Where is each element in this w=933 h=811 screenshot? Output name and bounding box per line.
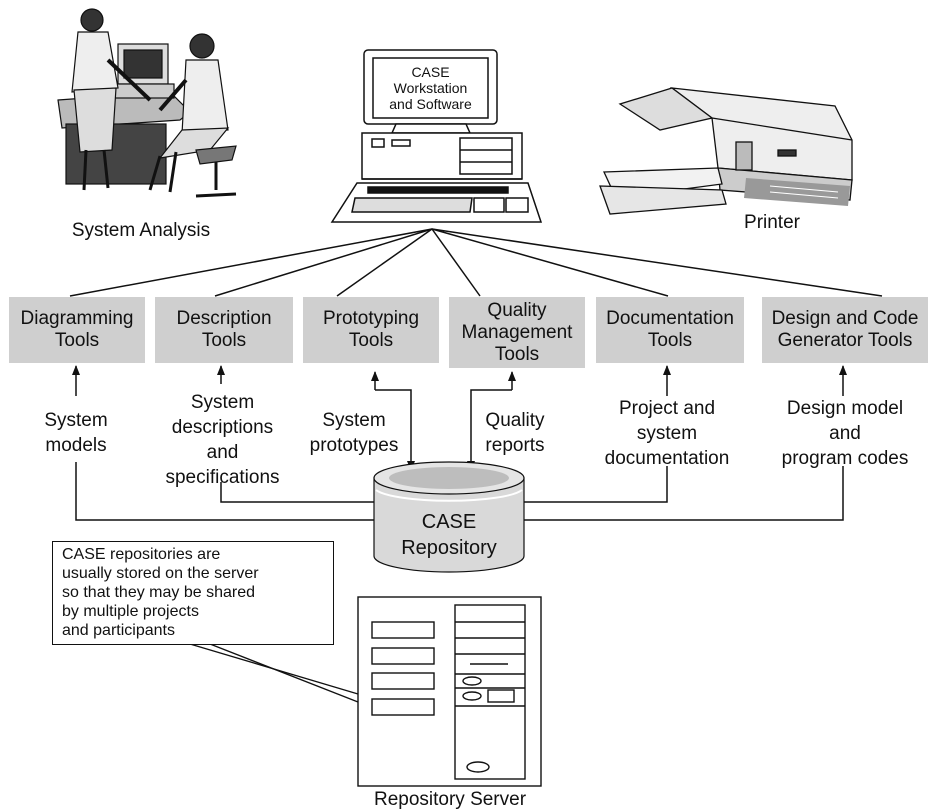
workstation-line: CASE — [411, 64, 450, 80]
flow-line: System — [190, 392, 255, 413]
repository-line: CASE — [421, 511, 477, 533]
tool-label-line: Description — [176, 308, 272, 329]
repository-line: Repository — [401, 537, 497, 559]
note-line: CASE repositories are — [62, 546, 221, 563]
flow-line: prototypes — [309, 435, 399, 456]
flow-quality-reports: Quality reports — [475, 408, 555, 458]
tool-diagramming[interactable]: Diagramming Tools — [9, 297, 145, 363]
flow-line: program codes — [781, 448, 909, 469]
system-analysis-label: System Analysis — [71, 220, 211, 241]
tool-documentation[interactable]: Documentation Tools — [596, 297, 744, 363]
flow-design-model: Design model and program codes — [765, 396, 925, 471]
repository-note: CASE repositories are usually stored on … — [52, 541, 334, 645]
flow-line: descriptions — [171, 417, 274, 438]
note-line: usually stored on the server — [62, 565, 259, 582]
repository-flow-lines — [75, 371, 844, 524]
flow-line: specifications — [165, 467, 280, 488]
flow-project-documentation: Project and system documentation — [592, 396, 742, 471]
flow-line: documentation — [604, 448, 730, 469]
flow-line: System — [322, 410, 386, 431]
flow-line: Project and — [618, 398, 716, 419]
flow-line: and — [829, 423, 861, 444]
workstation-line: Workstation — [393, 80, 468, 96]
tool-design-code-generator[interactable]: Design and Code Generator Tools — [762, 297, 928, 363]
flow-line: models — [45, 435, 107, 456]
flow-line: Design model — [786, 398, 904, 419]
flow-system-descriptions: System descriptions and specifications — [150, 390, 295, 490]
tool-prototyping[interactable]: Prototyping Tools — [303, 297, 439, 363]
flow-line: Quality — [485, 410, 545, 431]
workstation-line: and Software — [389, 96, 472, 112]
flow-system-prototypes: System prototypes — [305, 408, 403, 458]
tool-label-line: Generator Tools — [777, 330, 913, 351]
tool-label-line: Design and Code — [771, 308, 919, 329]
tool-label-line: Prototyping — [322, 308, 420, 329]
flow-line: System — [44, 410, 108, 431]
repository-server-label: Repository Server — [373, 789, 527, 810]
case-repository-cylinder[interactable] — [373, 461, 525, 573]
printer-label: Printer — [744, 212, 800, 233]
flow-line: reports — [485, 435, 545, 456]
tool-description[interactable]: Description Tools — [155, 297, 293, 363]
note-pointer — [189, 643, 359, 703]
tool-label-line: Tools — [54, 330, 100, 351]
tool-label-line: Documentation — [606, 308, 734, 329]
tool-label-line: Management — [461, 321, 573, 343]
tool-label-line: Tools — [647, 330, 693, 351]
tool-label-line: Tools — [201, 330, 247, 351]
tool-label-line: Quality — [487, 299, 547, 321]
tool-arrows — [72, 365, 847, 396]
repository-server-illustration[interactable] — [357, 596, 542, 787]
note-line: and participants — [62, 622, 175, 639]
flow-system-models: System models — [16, 408, 136, 458]
tool-label-line: Diagramming — [20, 308, 134, 329]
system-analysis-illustration — [57, 8, 237, 198]
note-line: by multiple projects — [62, 603, 199, 620]
flow-line: system — [636, 423, 698, 444]
tool-quality-management[interactable]: Quality Management Tools — [449, 297, 585, 368]
note-line: so that they may be shared — [62, 584, 255, 601]
connector-lines — [69, 228, 883, 297]
case-workstation-illustration — [330, 49, 543, 223]
printer-illustration — [599, 87, 853, 215]
tool-label-line: Tools — [494, 343, 540, 365]
tool-label-line: Tools — [348, 330, 394, 351]
flow-line: and — [206, 442, 239, 463]
